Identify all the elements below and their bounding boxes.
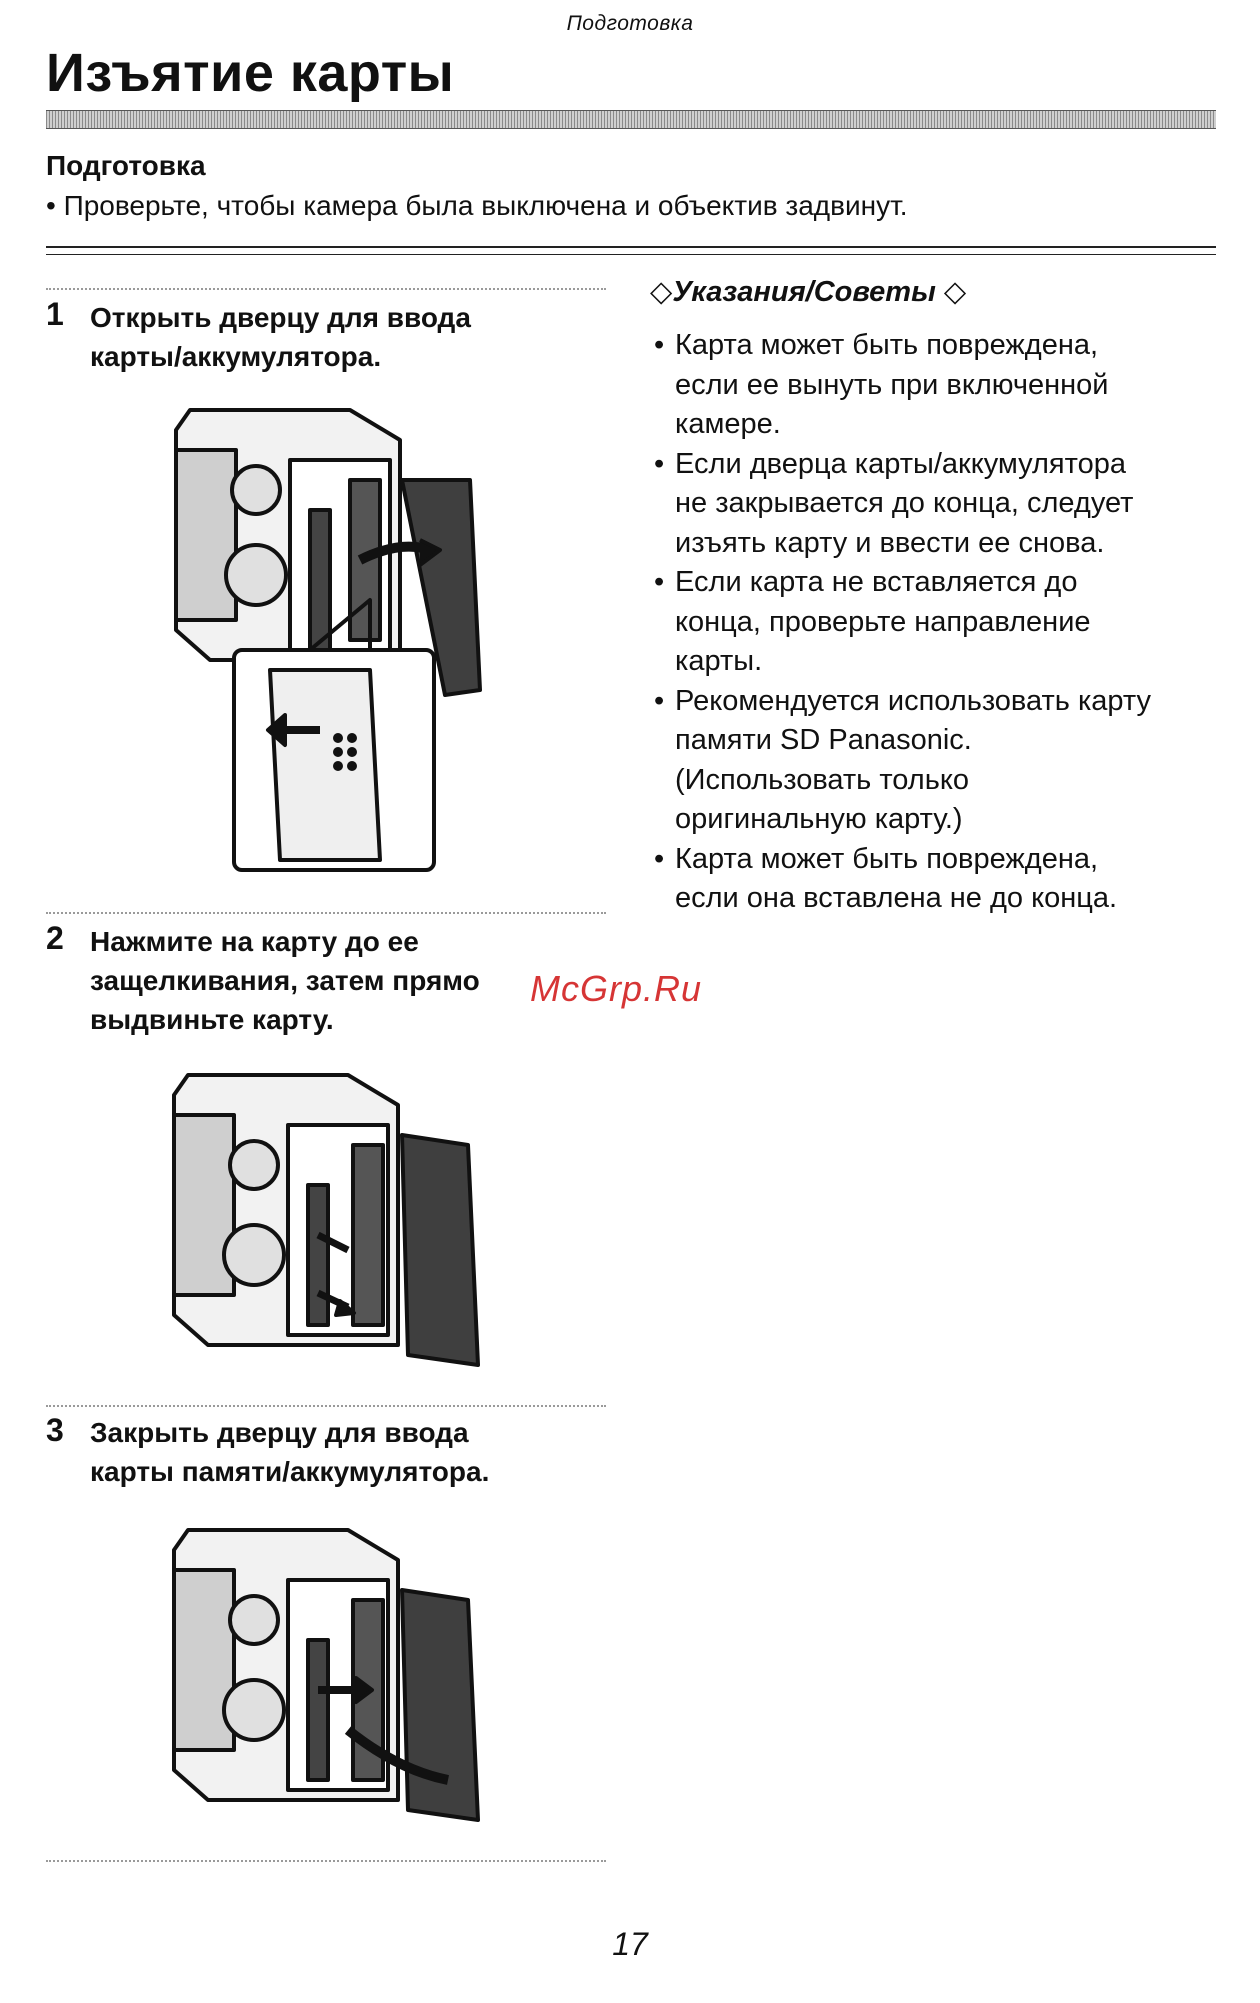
section-header: Подготовка: [566, 12, 694, 35]
diamond-icon: ◇: [943, 276, 967, 308]
step-2-line-3: выдвиньте карту.: [90, 1004, 334, 1035]
page-title: Изъятие карты: [46, 43, 455, 103]
step-2-rule: [46, 912, 606, 914]
tip-2-line-3: изъять карту и ввести ее снова.: [675, 526, 1105, 559]
preparation-text: • Проверьте, чтобы камера была выключена…: [46, 190, 908, 221]
step-1-line-1: Открыть дверцу для ввода: [90, 302, 471, 333]
step-1-rule: [46, 288, 606, 290]
diamond-icon: ◇: [650, 276, 673, 308]
tip-5-line-2: если она вставлена не до конца.: [675, 882, 1118, 914]
step-3-rule: [46, 1405, 606, 1407]
page-number: 17: [612, 1926, 648, 1962]
step-1-line-2: карты/аккумулятора.: [90, 341, 382, 372]
tip-item: Рекомендуется использовать карту памяти …: [650, 682, 1230, 840]
step-3-text: Закрыть дверцу для ввода карты памяти/ак…: [90, 1413, 590, 1491]
step-2-line-2: защелкивания, затем прямо: [90, 965, 480, 996]
watermark: McGrp.Ru: [530, 968, 703, 1009]
tip-4-line-1: Рекомендуется использовать карту: [675, 684, 1151, 717]
tip-1-line-1: Карта может быть повреждена,: [675, 329, 1099, 361]
tips-heading: ◇Указания/Советы ◇: [650, 274, 966, 309]
tip-item: Карта может быть повреждена, если ее вын…: [650, 326, 1230, 445]
tip-5-line-1: Карта может быть повреждена,: [675, 842, 1099, 875]
tip-item: Если дверца карты/аккумулятора не закрыв…: [650, 445, 1230, 564]
title-underline-bar: [46, 110, 1216, 129]
tip-item: Карта может быть повреждена, если она вс…: [650, 840, 1230, 919]
tip-4-line-3: (Использовать только: [675, 763, 969, 796]
step-2-number: 2: [46, 920, 64, 956]
divider-bottom: [46, 254, 1216, 255]
step-1-text: Открыть дверцу для ввода карты/аккумулят…: [90, 298, 590, 376]
tips-list: Карта может быть повреждена, если ее вын…: [650, 326, 1230, 919]
step-3-number: 3: [46, 1412, 64, 1448]
camera-open-door-illustration: [174, 408, 482, 872]
tip-4-line-4: оригинальную карту.): [675, 803, 963, 835]
step-3-line-1: Закрыть дверцу для ввода: [90, 1417, 469, 1448]
tip-1-line-2: если ее вынуть при включенной: [675, 368, 1109, 401]
tip-3-line-1: Если карта не вставляется до: [675, 566, 1078, 598]
tip-1-line-3: камере.: [675, 408, 781, 440]
step-1-number: 1: [46, 296, 64, 332]
tip-3-line-3: карты.: [675, 645, 763, 677]
tips-heading-text: Указания/Советы: [672, 276, 936, 308]
step-2-line-1: Нажмите на карту до ее: [90, 926, 419, 957]
tip-4-line-2: памяти SD Panasonic.: [675, 724, 972, 756]
tip-3-line-2: конца, проверьте направление: [675, 605, 1091, 638]
step-2-text: Нажмите на карту до ее защелкивания, зат…: [90, 922, 590, 1039]
step-3-line-2: карты памяти/аккумулятора.: [90, 1456, 490, 1487]
camera-card-eject-illustration: [172, 1073, 480, 1367]
preparation-heading: Подготовка: [46, 150, 206, 181]
tip-2-line-1: Если дверца карты/аккумулятора: [675, 447, 1126, 480]
camera-close-door-illustration: [172, 1528, 480, 1822]
tip-2-line-2: не закрывается до конца, следует: [675, 487, 1134, 519]
bottom-rule: [46, 1860, 606, 1862]
divider-top: [46, 246, 1216, 248]
tip-item: Если карта не вставляется до конца, пров…: [650, 563, 1230, 682]
